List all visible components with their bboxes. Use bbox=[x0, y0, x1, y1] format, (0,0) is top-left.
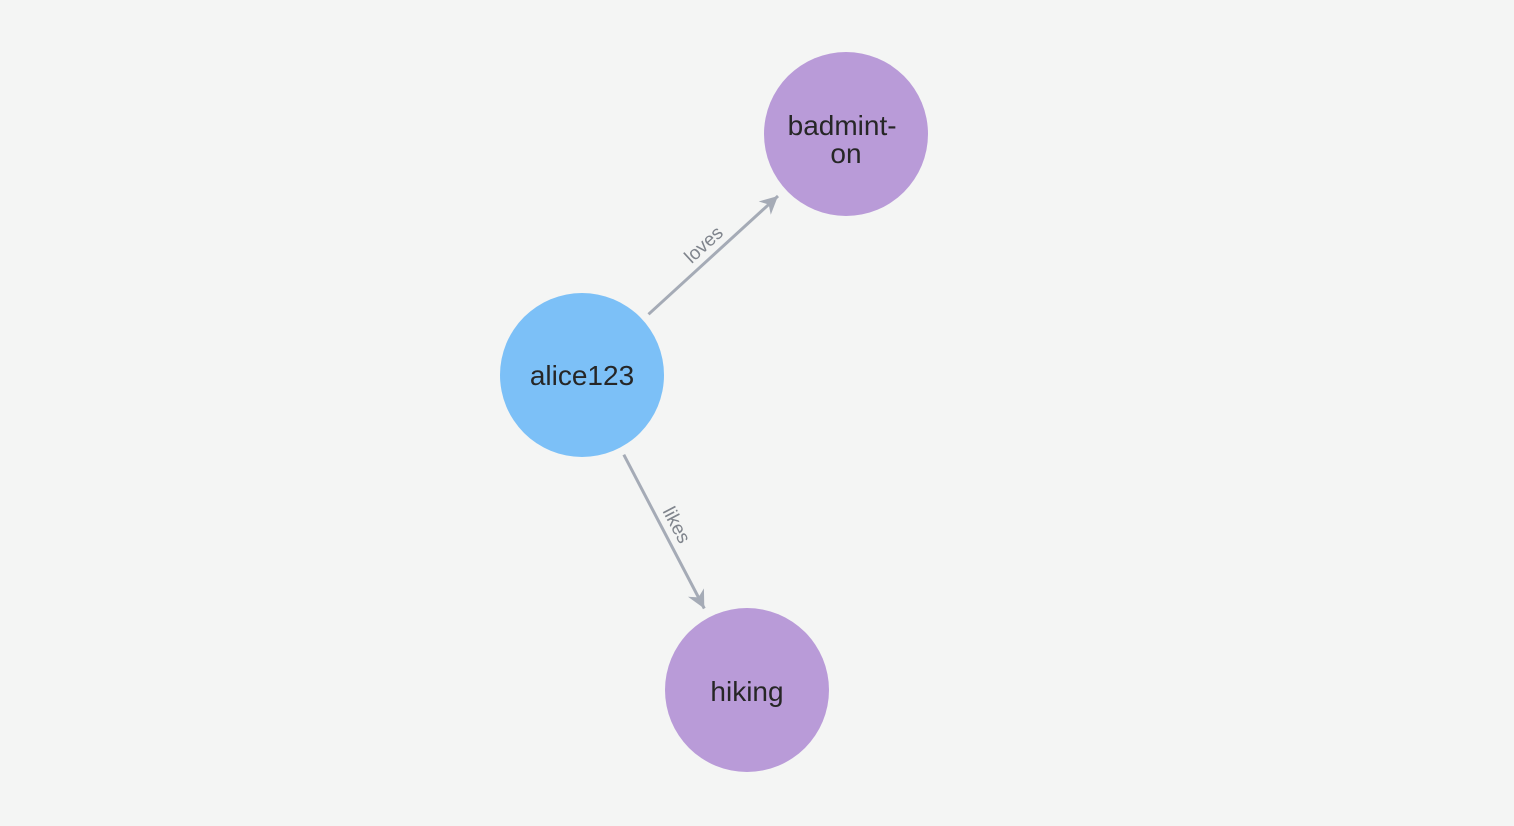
node-badminton-circle[interactable] bbox=[764, 52, 928, 216]
node-badminton-label: badmint- on bbox=[788, 110, 905, 169]
node-badminton-label-line1: badmint- bbox=[788, 110, 897, 141]
node-hiking[interactable]: hiking bbox=[665, 608, 829, 772]
node-hiking-circle[interactable] bbox=[665, 608, 829, 772]
node-alice123[interactable]: alice123 bbox=[500, 293, 664, 457]
node-alice123-label: alice123 bbox=[530, 360, 634, 391]
node-alice123-circle[interactable] bbox=[500, 293, 664, 457]
node-badminton-label-line2: on bbox=[830, 138, 861, 169]
edge-likes-label: likes bbox=[658, 504, 694, 547]
node-hiking-label: hiking bbox=[710, 676, 783, 707]
node-badminton[interactable]: badmint- on bbox=[764, 52, 928, 216]
edge-loves-line[interactable] bbox=[647, 194, 780, 316]
edge-likes-line[interactable] bbox=[622, 454, 706, 610]
edge-loves: loves bbox=[647, 194, 780, 316]
edge-likes: likes bbox=[622, 454, 706, 610]
edge-loves-label: loves bbox=[681, 223, 728, 268]
